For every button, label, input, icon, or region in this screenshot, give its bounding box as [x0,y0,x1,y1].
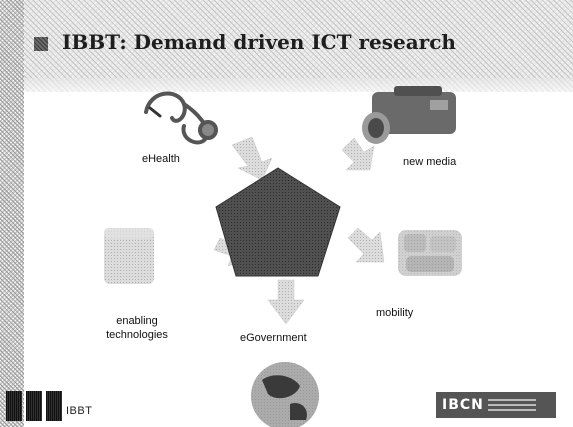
label-mobility: mobility [376,307,414,319]
label-new-media: new media [403,156,457,168]
slide-title: IBBT: Demand driven ICT research [62,30,456,54]
arrow-to-egovernment [267,279,305,325]
ibcn-logo-text: IBCN [442,397,484,413]
left-decorative-strip [0,0,24,427]
chip-icon [104,228,154,284]
label-egovernment: eGovernment [240,332,307,344]
stethoscope-icon [144,91,218,145]
label-enabling-technologies-line1: enabling [116,315,158,327]
ibcn-logo-lines [487,399,536,411]
ibcn-logo: IBCN [436,392,556,418]
title-bullet-icon [34,37,48,51]
arrow-to-new-media [341,137,375,171]
footer-org-name: IBBT [66,405,93,417]
mobility-devices-icon [398,230,462,276]
video-camera-icon [362,86,456,144]
label-ehealth: eHealth [142,153,180,165]
globe-icon [251,362,319,427]
ibbt-logo-bar-3 [46,391,62,421]
arrow-to-mobility [347,227,385,263]
arrow-to-ehealth [231,136,273,181]
ibbt-logo-bar-2 [26,391,42,421]
label-enabling-technologies-line2: technologies [106,329,168,341]
center-pentagon [215,167,341,277]
ibbt-logo-bar-1 [6,391,22,421]
header-band [0,0,573,92]
